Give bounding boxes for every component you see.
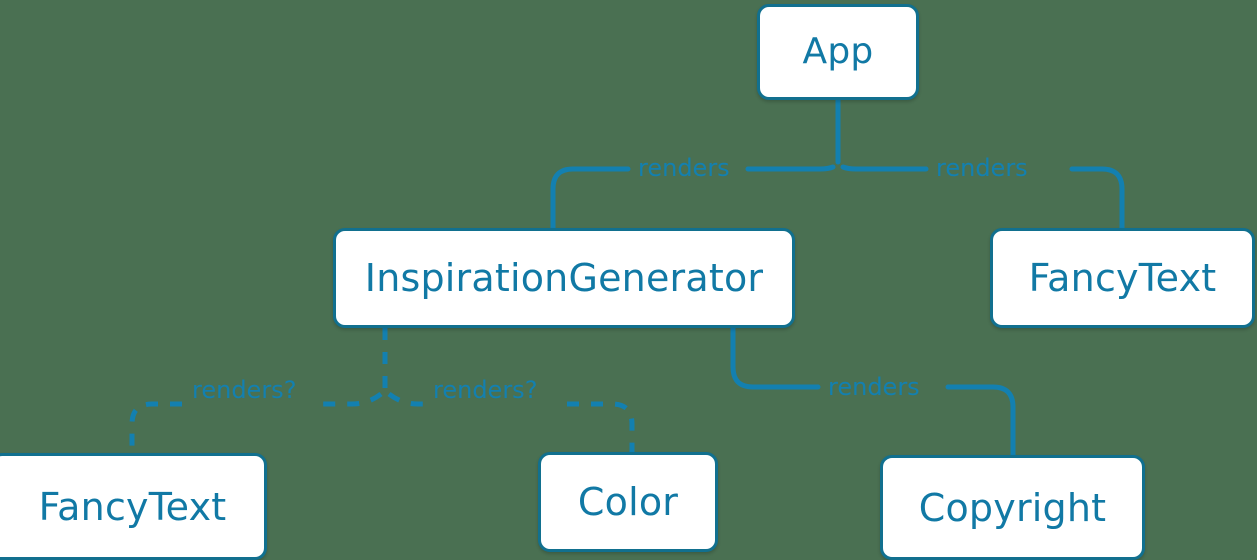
edge-inspirationgenerator-to-color-dashed-a bbox=[387, 391, 424, 407]
edge-inspirationgenerator-to-copyright-b bbox=[945, 384, 1016, 458]
edge-inspirationgenerator-to-copyright-a bbox=[730, 325, 821, 390]
edge-app-to-fancytext-a bbox=[840, 164, 929, 172]
edge-label-inspirationgenerator-to-copyright: renders bbox=[828, 373, 920, 401]
node-copyright[interactable]: Copyright bbox=[880, 455, 1145, 560]
node-fancytext-right[interactable]: FancyText bbox=[990, 228, 1255, 328]
edge-label-app-to-fancytext: renders bbox=[936, 154, 1028, 182]
node-app[interactable]: App bbox=[757, 4, 919, 100]
edge-app-to-inspirationgenerator-a bbox=[745, 164, 836, 172]
edge-label-app-to-inspirationgenerator: renders bbox=[638, 154, 730, 182]
node-inspiration-generator-label: InspirationGenerator bbox=[364, 256, 764, 300]
node-fancytext-bottom-label: FancyText bbox=[38, 484, 227, 529]
node-color[interactable]: Color bbox=[538, 452, 718, 552]
node-copyright-label: Copyright bbox=[918, 485, 1107, 530]
node-color-label: Color bbox=[577, 480, 679, 524]
edge-label-inspirationgenerator-to-color: renders? bbox=[433, 376, 538, 404]
node-inspiration-generator[interactable]: InspirationGenerator bbox=[333, 228, 795, 328]
node-app-label: App bbox=[802, 31, 874, 72]
edge-inspirationgenerator-to-color-dashed-b bbox=[567, 401, 635, 452]
node-fancytext-right-label: FancyText bbox=[1028, 256, 1217, 300]
edge-app-to-fancytext-b bbox=[1069, 166, 1125, 231]
edge-inspirationgenerator-to-fancytext-dashed-b bbox=[129, 401, 182, 453]
edge-app-to-inspirationgenerator-b bbox=[550, 166, 631, 231]
edge-label-inspirationgenerator-to-fancytext: renders? bbox=[192, 376, 297, 404]
node-fancytext-bottom[interactable]: FancyText bbox=[0, 453, 267, 560]
edge-inspirationgenerator-to-fancytext-dashed-a bbox=[312, 391, 383, 407]
